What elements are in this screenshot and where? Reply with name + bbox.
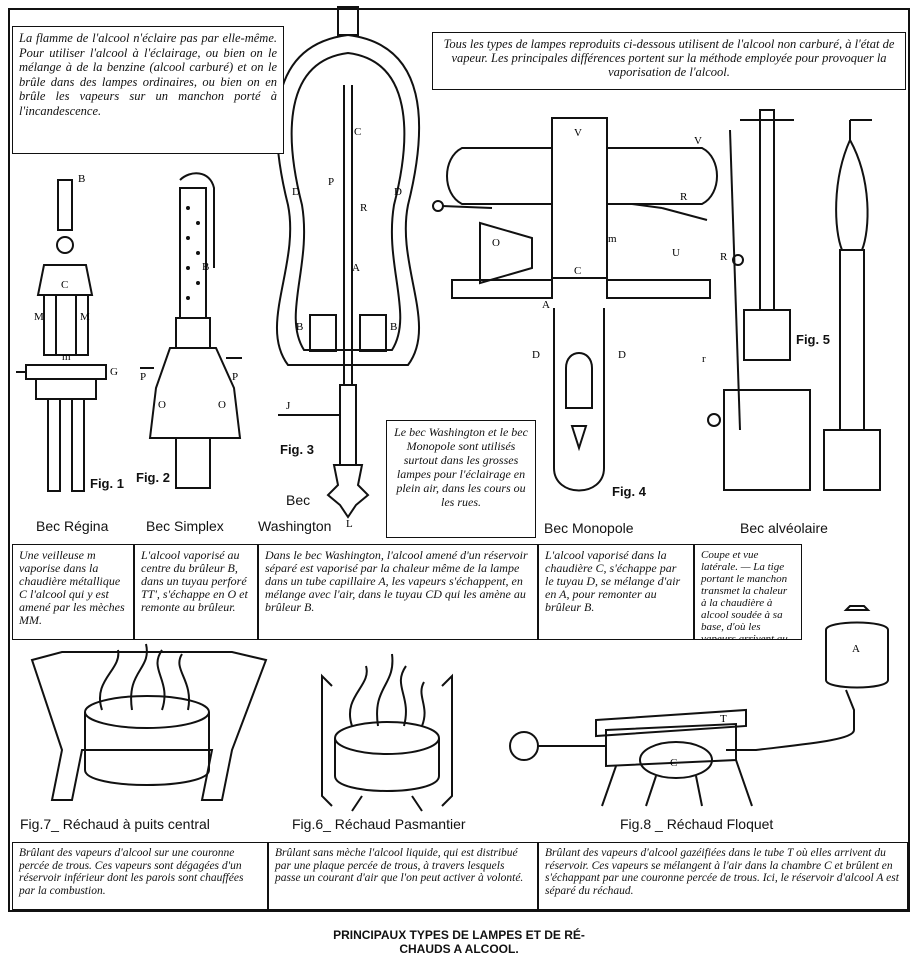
bec-regina-drawing: B C M M m G [16, 173, 118, 492]
svg-text:m: m [608, 233, 617, 245]
svg-text:G: G [110, 366, 118, 378]
svg-text:C: C [574, 265, 581, 277]
intro-note-text: La flamme de l'alcool n'éclaire pas par … [19, 31, 277, 118]
plate-title: PRINCIPAUX TYPES DE LAMPES ET DE RÉ- CHA… [0, 928, 918, 956]
desc-bec-regina: Une veilleuse m vaporise dans la chaudiè… [12, 544, 134, 640]
bec-monopole-drawing: V V O m U R C D D A [432, 117, 718, 492]
desc-bec-alveolaire-text: Coupe et vue latérale. — La tige portant… [701, 549, 788, 640]
fig-3-label: Fig. 3 [280, 442, 314, 457]
svg-text:R: R [360, 202, 368, 214]
bec-simplex-drawing: B P P O O [140, 172, 242, 489]
desc-bec-washington-text: Dans le bec Washington, l'alcool amené d… [265, 548, 528, 614]
svg-text:M: M [80, 311, 90, 323]
svg-text:O: O [218, 399, 226, 411]
caption-bec-monopole: Bec Monopole [544, 520, 634, 536]
svg-text:B: B [78, 173, 85, 185]
svg-text:D: D [292, 186, 300, 198]
plate-title-line-1: PRINCIPAUX TYPES DE LAMPES ET DE RÉ- [333, 928, 585, 942]
svg-text:C: C [354, 126, 361, 138]
svg-text:P: P [232, 371, 238, 383]
desc-rechaud-puits-text: Brûlant des vapeurs d'alcool sur une cou… [19, 847, 244, 897]
svg-text:r: r [702, 353, 706, 365]
svg-text:m: m [62, 351, 71, 363]
svg-text:P: P [328, 176, 334, 188]
svg-text:V: V [574, 127, 582, 139]
svg-text:A: A [352, 262, 360, 274]
intro-note-alcohol-flame: La flamme de l'alcool n'éclaire pas par … [12, 26, 284, 154]
caption-rechaud-floquet: Fig.8 _ Réchaud Floquet [620, 816, 774, 832]
bec-alveolaire-drawing: R r [702, 109, 881, 491]
svg-text:D: D [394, 186, 402, 198]
desc-bec-regina-text: Une veilleuse m vaporise dans la chaudiè… [19, 548, 125, 627]
plate-title-line-2: CHAUDS A ALCOOL. [399, 942, 519, 956]
rechaud-puits-central-drawing [30, 643, 268, 801]
lamp-types-text: Tous les types de lampes reproduits ci-d… [443, 37, 895, 79]
caption-bec-regina: Bec Régina [36, 518, 109, 534]
svg-text:A: A [542, 299, 550, 311]
desc-bec-alveolaire: Coupe et vue latérale. — La tige portant… [694, 544, 802, 640]
fig-2-label: Fig. 2 [136, 470, 170, 485]
svg-text:J: J [286, 400, 291, 412]
caption-bec-washington-2: Washington [258, 518, 332, 534]
svg-text:D: D [618, 349, 626, 361]
fig-1-label: Fig. 1 [90, 476, 124, 491]
washington-monopole-text: Le bec Washington et le bec Monopole son… [394, 425, 528, 509]
desc-bec-washington: Dans le bec Washington, l'alcool amené d… [258, 544, 538, 640]
desc-rechaud-floquet-text: Brûlant des vapeurs d'alcool gazéifiées … [545, 847, 899, 897]
svg-text:R: R [680, 191, 688, 203]
fig-4-label: Fig. 4 [612, 484, 646, 499]
bec-washington-drawing: C D D P R A B B J L [275, 6, 421, 530]
desc-bec-monopole: L'alcool vaporisé dans la chaudière C, s… [538, 544, 694, 640]
desc-rechaud-pasmantier: Brûlant sans mèche l'alcool liquide, qui… [268, 842, 538, 910]
rechaud-floquet-drawing: A T C [509, 605, 889, 807]
desc-bec-simplex-text: L'alcool vaporisé au centre du brûleur B… [141, 548, 248, 614]
engraving-plate [8, 8, 910, 912]
svg-text:C: C [670, 757, 677, 769]
intro-note-lamp-types: Tous les types de lampes reproduits ci-d… [432, 32, 906, 90]
caption-rechaud-puits: Fig.7_ Réchaud à puits central [20, 816, 210, 832]
desc-bec-monopole-text: L'alcool vaporisé dans la chaudière C, s… [545, 548, 681, 614]
svg-text:D: D [532, 349, 540, 361]
caption-bec-alveolaire: Bec alvéolaire [740, 520, 828, 536]
svg-text:B: B [390, 321, 397, 333]
caption-bec-simplex: Bec Simplex [146, 518, 224, 534]
svg-text:V: V [694, 135, 702, 147]
caption-bec-washington-1: Bec [286, 492, 311, 508]
svg-text:C: C [61, 279, 68, 291]
svg-text:O: O [492, 237, 500, 249]
svg-text:O: O [158, 399, 166, 411]
svg-text:P: P [140, 371, 146, 383]
desc-rechaud-puits: Brûlant des vapeurs d'alcool sur une cou… [12, 842, 268, 910]
svg-text:R: R [720, 251, 728, 263]
svg-text:B: B [296, 321, 303, 333]
svg-text:M: M [34, 311, 44, 323]
svg-text:A: A [852, 643, 860, 655]
svg-text:L: L [346, 518, 353, 530]
svg-text:U: U [672, 247, 680, 259]
desc-bec-simplex: L'alcool vaporisé au centre du brûleur B… [134, 544, 258, 640]
desc-rechaud-pasmantier-text: Brûlant sans mèche l'alcool liquide, qui… [275, 847, 524, 884]
caption-rechaud-pasmantier: Fig.6_ Réchaud Pasmantier [292, 816, 466, 832]
rechaud-pasmantier-drawing [321, 653, 453, 812]
fig-5-label: Fig. 5 [796, 332, 830, 347]
note-washington-monopole: Le bec Washington et le bec Monopole son… [386, 420, 536, 538]
svg-text:T: T [720, 713, 727, 725]
svg-text:B: B [202, 261, 209, 273]
desc-rechaud-floquet: Brûlant des vapeurs d'alcool gazéifiées … [538, 842, 908, 910]
